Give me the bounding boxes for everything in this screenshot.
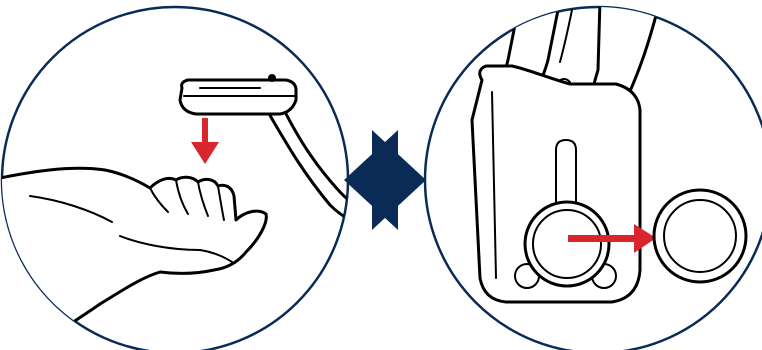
coin-battery-icon: [654, 190, 746, 282]
battery-slot-icon: [525, 202, 609, 286]
panel-step-1: [0, 7, 372, 350]
device-cover-icon: [180, 74, 296, 114]
chevron-right-arrow-icon: [344, 130, 426, 230]
panel-step-2: [425, 0, 762, 350]
